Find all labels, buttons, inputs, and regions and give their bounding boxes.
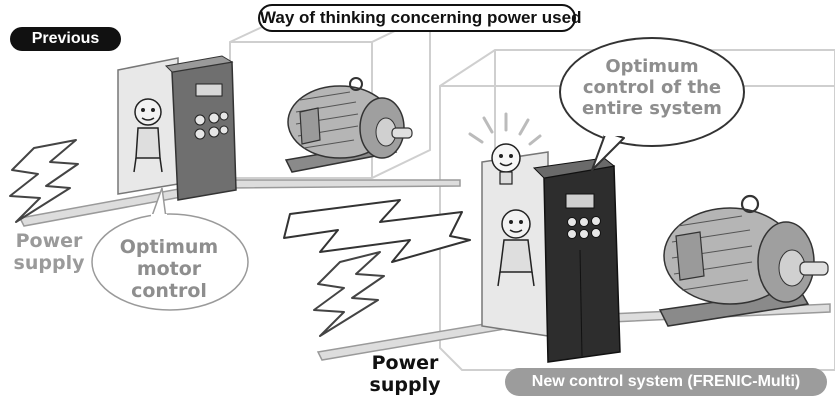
- electric-motor-icon: [658, 194, 829, 327]
- label-line: motor: [136, 258, 202, 280]
- optimum-system-control-text: Optimum control of the entire system: [552, 56, 752, 119]
- label-line: Power: [371, 352, 439, 374]
- speech-bubble-system: [559, 37, 745, 171]
- light-bulb-icon: [468, 112, 542, 185]
- label-line: control of the: [582, 77, 722, 98]
- diagram-title: Way of thinking concerning power used: [258, 4, 581, 32]
- label-line: supply: [369, 374, 441, 396]
- electric-motor-icon: [284, 77, 413, 173]
- previous-badge: Previous: [10, 27, 121, 51]
- label-line: Optimum: [119, 236, 219, 258]
- speech-bubble-motor: [91, 187, 249, 311]
- worker-character-icon: [133, 98, 163, 173]
- power-supply-label-right: Power supply: [355, 352, 455, 396]
- power-supply-label-left: Power supply: [4, 230, 94, 274]
- label-line: control: [131, 280, 207, 302]
- worker-character-icon: [497, 209, 535, 287]
- label-line: Power: [15, 230, 83, 252]
- label-line: entire system: [582, 98, 722, 119]
- new-system-badge: New control system (FRENIC-Multi): [505, 368, 827, 396]
- lightning-bolt-icon: [313, 251, 385, 337]
- label-line: Optimum: [605, 56, 699, 77]
- lightning-bolt-icon: [9, 139, 79, 223]
- inverter-icon: [117, 55, 237, 201]
- label-line: supply: [13, 252, 85, 274]
- transition-arrow: [283, 199, 471, 263]
- optimum-motor-control-text: Optimum motor control: [104, 236, 234, 302]
